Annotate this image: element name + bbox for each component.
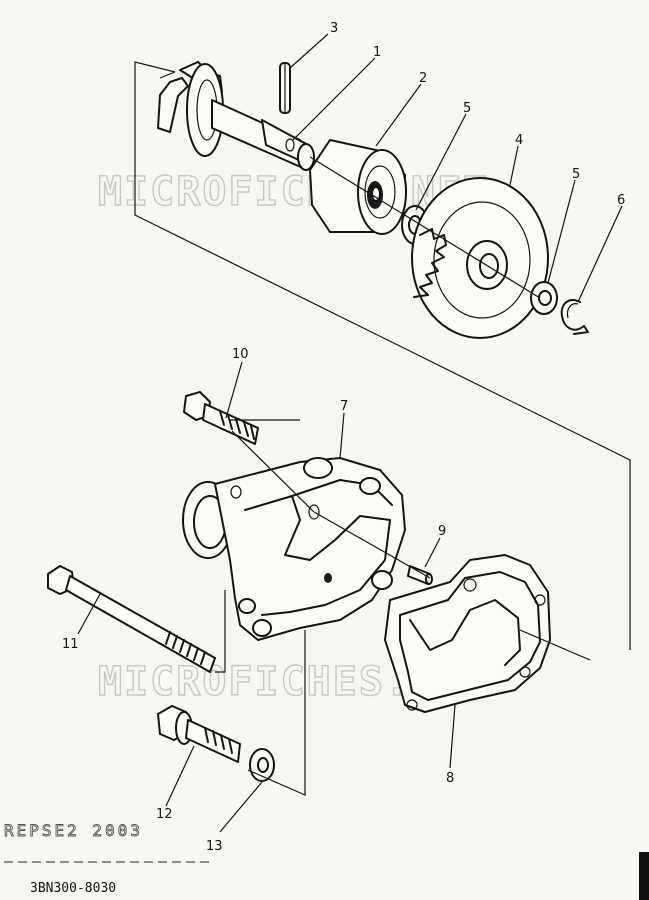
assembly-lines [215,156,591,796]
watermark-top: MICROFICHES.NET [98,169,489,215]
callout-7: 7 [340,399,348,414]
washer-part-5b [530,281,558,315]
dowel-part-9 [407,565,433,585]
callout-5-right: 5 [572,167,580,182]
callout-3: 3 [330,21,338,36]
callout-2: 2 [419,71,427,86]
callout-labels: 3 1 2 5 4 5 6 10 7 9 11 8 12 13 [62,21,625,854]
edge-mark [639,852,649,900]
leader-lines [77,33,623,833]
callout-9: 9 [438,524,446,539]
gear-part-4 [411,177,549,339]
callout-6: 6 [617,193,625,208]
callout-5-upper: 5 [463,101,471,116]
callout-10: 10 [232,347,249,362]
gasket-part-8 [384,554,551,713]
circlip-part-6 [560,299,589,335]
callout-8: 8 [446,771,454,786]
upper-assembly-lines [134,61,631,650]
callout-11: 11 [62,637,79,652]
pump-housing-part-7 [182,457,406,641]
pin-part-3 [279,62,291,114]
long-bolt-part-11 [47,565,216,673]
callout-4: 4 [515,133,523,148]
callout-12: 12 [156,807,173,822]
callout-13: 13 [206,839,223,854]
scan-smudge-text: REPSE2 2003 [4,821,143,840]
callout-1: 1 [373,45,381,60]
bolt-part-10 [183,391,259,445]
diagram-code: 3BN300-8030 [30,881,116,896]
bearing-part-2 [309,139,407,235]
flange-bolt-part-12 [157,705,241,763]
